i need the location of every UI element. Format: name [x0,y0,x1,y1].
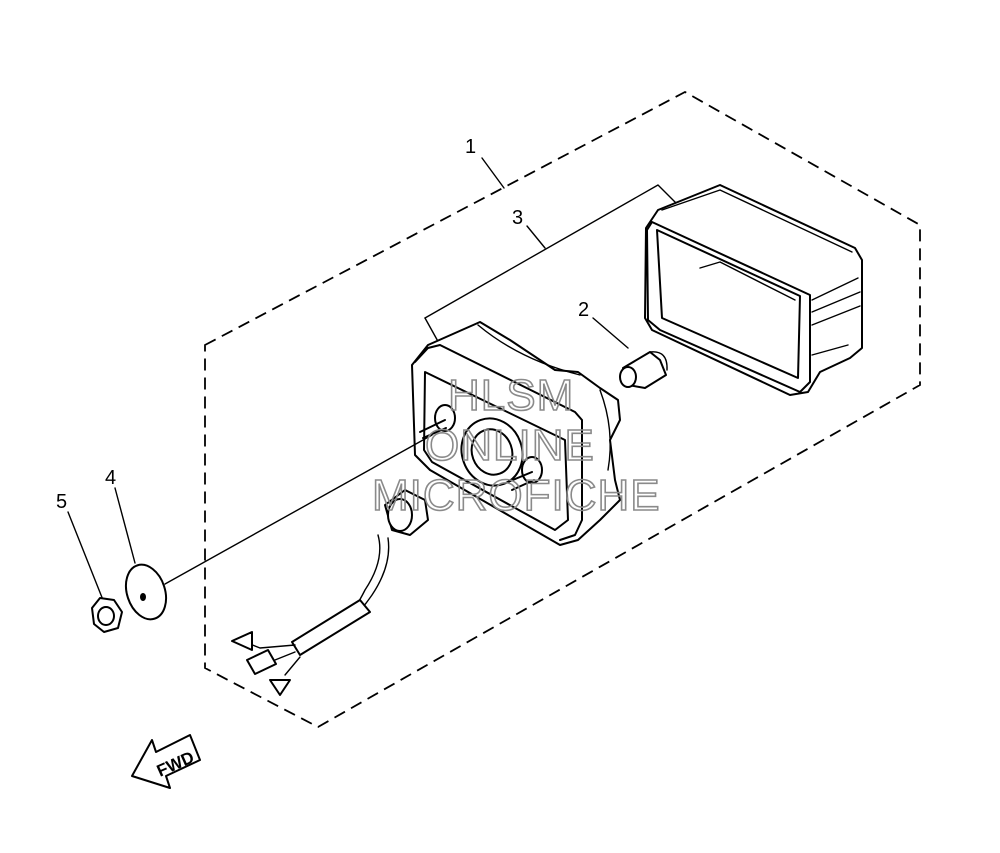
bracket-3-top [424,184,679,319]
leader-line-4 [114,487,136,564]
callout-4: 4 [105,467,116,489]
assembly-axis-line [164,434,433,585]
assembly-boundary-dashed [204,90,921,729]
bulb [619,351,668,389]
callout-1: 1 [465,136,476,158]
leader-line-3 [526,225,546,249]
callout-5: 5 [56,491,67,513]
forward-direction-arrow: FWD [131,734,201,789]
leader-line-1 [481,157,505,189]
bulb-socket-harness [231,489,429,696]
callout-3: 3 [512,207,523,229]
leader-line-2 [592,317,629,349]
leader-line-5 [67,511,104,601]
watermark-line-2: ONLINE [425,421,595,470]
callout-2: 2 [578,299,589,321]
tail-light-housing [411,321,621,546]
washer [124,563,168,621]
tail-light-lens [644,184,863,396]
watermark-line-3: MICROFICHE [372,471,661,520]
nut [91,597,123,633]
watermark-line-1: HLSM [448,371,574,420]
